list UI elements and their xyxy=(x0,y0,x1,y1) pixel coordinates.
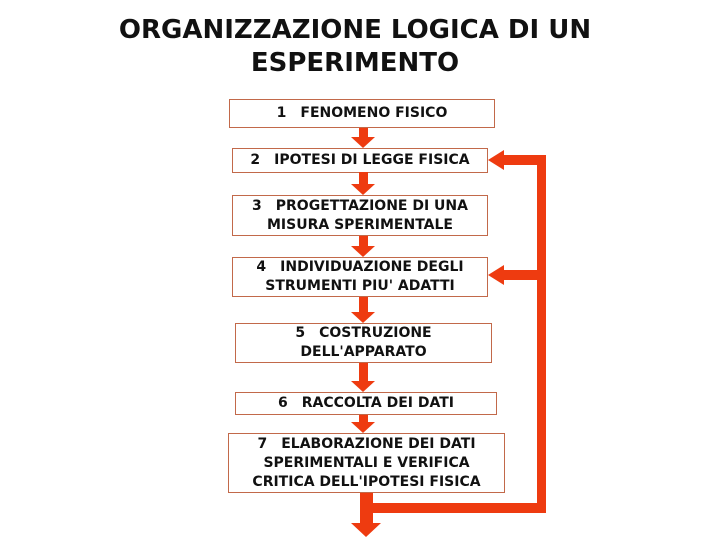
feedback-line-bottom xyxy=(366,503,546,513)
slide-title: ORGANIZZAZIONE LOGICA DI UN ESPERIMENTO xyxy=(0,14,710,80)
flow-box-1-text: FENOMENO FISICO xyxy=(300,105,448,121)
arrow-5-to-6-head xyxy=(351,381,375,392)
flow-box-5-line-2: DELL'APPARATO xyxy=(300,344,427,360)
flow-box-6-text: RACCOLTA DEI DATI xyxy=(301,395,454,411)
flow-box-7: 7 ELABORAZIONE DEI DATI SPERIMENTALI E VE… xyxy=(228,433,505,493)
flow-box-5-number: 5 xyxy=(295,325,306,341)
arrow-6-to-7 xyxy=(351,415,375,433)
flow-box-6: 6 RACCOLTA DEI DATI xyxy=(235,392,497,415)
feedback-arrow-to-box-4-head xyxy=(488,265,504,285)
feedback-arrow-to-box-2-head xyxy=(488,150,504,170)
arrow-5-to-6 xyxy=(351,363,375,392)
output-arrow xyxy=(351,493,381,537)
flow-box-3-number: 3 xyxy=(252,197,262,214)
arrow-3-to-4 xyxy=(351,236,375,257)
flow-box-6-number: 6 xyxy=(278,395,288,411)
flow-box-1: 1 FENOMENO FISICO xyxy=(229,99,495,128)
feedback-arrow-to-box-4-shaft xyxy=(504,270,546,280)
output-arrow-head xyxy=(351,523,381,537)
feedback-line-vertical xyxy=(537,155,546,513)
flow-box-5-line-1: 5 COSTRUZIONE xyxy=(295,324,431,343)
flow-box-3: 3 PROGETTAZIONE DI UNA MISURA SPERIMENTAL… xyxy=(232,195,488,236)
arrow-3-to-4-shaft xyxy=(358,236,368,246)
arrow-1-to-2-shaft xyxy=(358,128,368,137)
arrow-3-to-4-head xyxy=(351,246,375,257)
arrow-5-to-6-shaft xyxy=(358,363,368,381)
flow-box-2-number: 2 xyxy=(250,152,261,168)
arrow-6-to-7-head xyxy=(351,422,375,433)
flow-box-6-line-1: 6 RACCOLTA DEI DATI xyxy=(278,394,454,413)
flow-box-5: 5 COSTRUZIONE DELL'APPARATO xyxy=(235,323,492,363)
arrow-4-to-5-head xyxy=(351,312,375,323)
title-line-2: ESPERIMENTO xyxy=(250,48,460,78)
flow-box-2: 2 IPOTESI DI LEGGE FISICA xyxy=(232,148,488,173)
flow-box-4-line-1: 4 INDIVIDUAZIONE DEGLI xyxy=(256,258,463,277)
flow-box-7-line-2: SPERIMENTALI E VERIFICA xyxy=(263,454,470,471)
arrow-4-to-5 xyxy=(351,297,375,323)
arrow-4-to-5-shaft xyxy=(358,297,368,312)
flow-box-4: 4 INDIVIDUAZIONE DEGLI STRUMENTI PIU' ADA… xyxy=(232,257,488,297)
flow-box-7-text-1: ELABORAZIONE DEI DATI xyxy=(281,435,476,452)
flow-box-3-line-1: 3 PROGETTAZIONE DI UNA xyxy=(252,197,468,216)
flow-box-4-number: 4 xyxy=(256,259,267,275)
flow-box-5-text-1: COSTRUZIONE xyxy=(319,325,432,341)
flow-box-3-text-1: PROGETTAZIONE DI UNA xyxy=(275,197,468,214)
flow-box-2-line-1: 2 IPOTESI DI LEGGE FISICA xyxy=(250,151,469,170)
flow-box-1-number: 1 xyxy=(276,105,287,121)
arrow-2-to-3-shaft xyxy=(358,172,368,184)
flow-box-2-text: IPOTESI DI LEGGE FISICA xyxy=(274,152,470,168)
arrow-2-to-3-head xyxy=(351,184,375,195)
feedback-arrow-to-box-2-shaft xyxy=(504,155,546,165)
flow-box-4-text-1: INDIVIDUAZIONE DEGLI xyxy=(280,259,464,275)
arrow-1-to-2-head xyxy=(351,137,375,148)
flow-box-7-number: 7 xyxy=(257,435,268,452)
arrow-6-to-7-shaft xyxy=(358,415,368,422)
title-line-1: ORGANIZZAZIONE LOGICA DI UN xyxy=(118,15,592,45)
flow-box-1-line-1: 1 FENOMENO FISICO xyxy=(277,104,448,123)
flow-box-7-line-3: CRITICA DELL'IPOTESI FISICA xyxy=(252,473,481,490)
arrow-1-to-2 xyxy=(351,128,375,148)
flow-box-3-line-2: MISURA SPERIMENTALE xyxy=(267,216,453,233)
flow-box-4-line-2: STRUMENTI PIU' ADATTI xyxy=(265,278,455,294)
arrow-2-to-3 xyxy=(351,172,375,195)
flow-box-7-line-1: 7 ELABORAZIONE DEI DATI xyxy=(257,435,475,454)
